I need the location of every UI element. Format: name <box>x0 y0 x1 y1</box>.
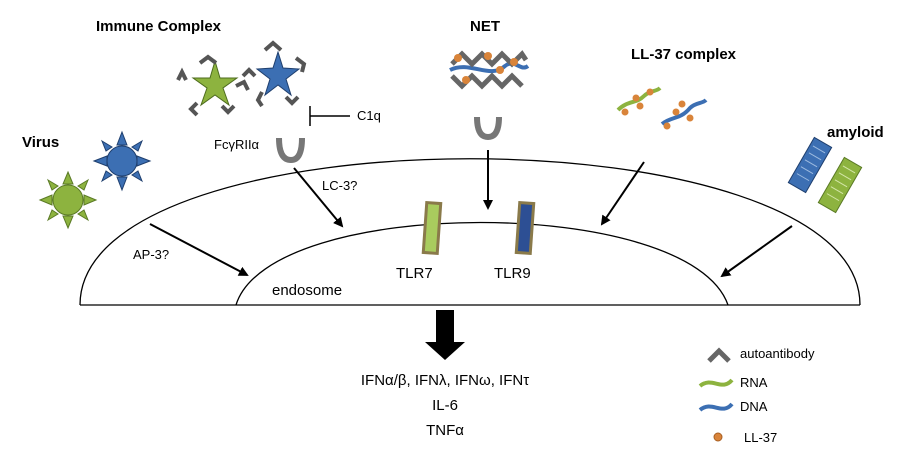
legend-ll37-icon <box>713 432 723 442</box>
cell-membrane <box>79 158 861 306</box>
fcgriia-label: FcγRIIα <box>214 137 260 152</box>
amyloid-label: amyloid <box>827 124 884 141</box>
legend-autoantibody-label: autoantibody <box>740 346 815 361</box>
legend-autoantibody-icon <box>707 347 731 363</box>
blue-virus-icon <box>92 130 152 192</box>
virus-icon <box>38 130 152 230</box>
net-complex-icon <box>449 50 530 90</box>
amyloid-icon <box>787 136 863 214</box>
legend-rna-label: RNA <box>740 375 768 390</box>
green-virus-icon <box>38 170 98 230</box>
immune-complex-label: Immune Complex <box>96 18 222 35</box>
legend-dna-label: DNA <box>740 399 768 414</box>
output-cytokines-line-2: IL-6 <box>432 397 458 414</box>
ap3-arrow <box>149 223 249 276</box>
virus-label: Virus <box>22 134 60 151</box>
output-cytokines-line-1: IFNα/β, IFNλ, IFNω, IFNτ <box>360 372 530 389</box>
green-star-icon <box>176 54 250 117</box>
lc3-label: LC-3? <box>322 178 358 193</box>
output-arrow <box>425 310 465 360</box>
output-cytokines-line-3: TNFα <box>426 422 464 439</box>
fc-receptor-icon <box>276 137 305 164</box>
lc3-arrow <box>293 167 344 228</box>
tlr9-label: TLR9 <box>494 265 531 282</box>
net-label: NET <box>470 18 500 35</box>
c1q-label: C1q <box>357 108 381 123</box>
ll37-complex-label: LL-37 complex <box>631 46 737 63</box>
ll37-complex-icon <box>616 86 708 130</box>
blue-star-icon <box>241 40 307 108</box>
legend-ll37-label: LL-37 <box>744 430 778 445</box>
tlr7-receptor <box>421 200 443 256</box>
endosome-outline <box>235 221 729 306</box>
tlr9-receptor <box>514 200 536 256</box>
amyloid-arrow <box>720 225 793 278</box>
legend-rna-icon <box>698 378 734 388</box>
endosome-label: endosome <box>272 282 343 299</box>
tlr7-label: TLR7 <box>396 265 433 282</box>
net-receptor-icon <box>474 116 502 141</box>
immune-complex-icon <box>176 40 307 117</box>
legend-dna-icon <box>698 402 734 412</box>
ll37-arrow <box>600 161 645 226</box>
ap3-label: AP-3? <box>133 247 170 262</box>
